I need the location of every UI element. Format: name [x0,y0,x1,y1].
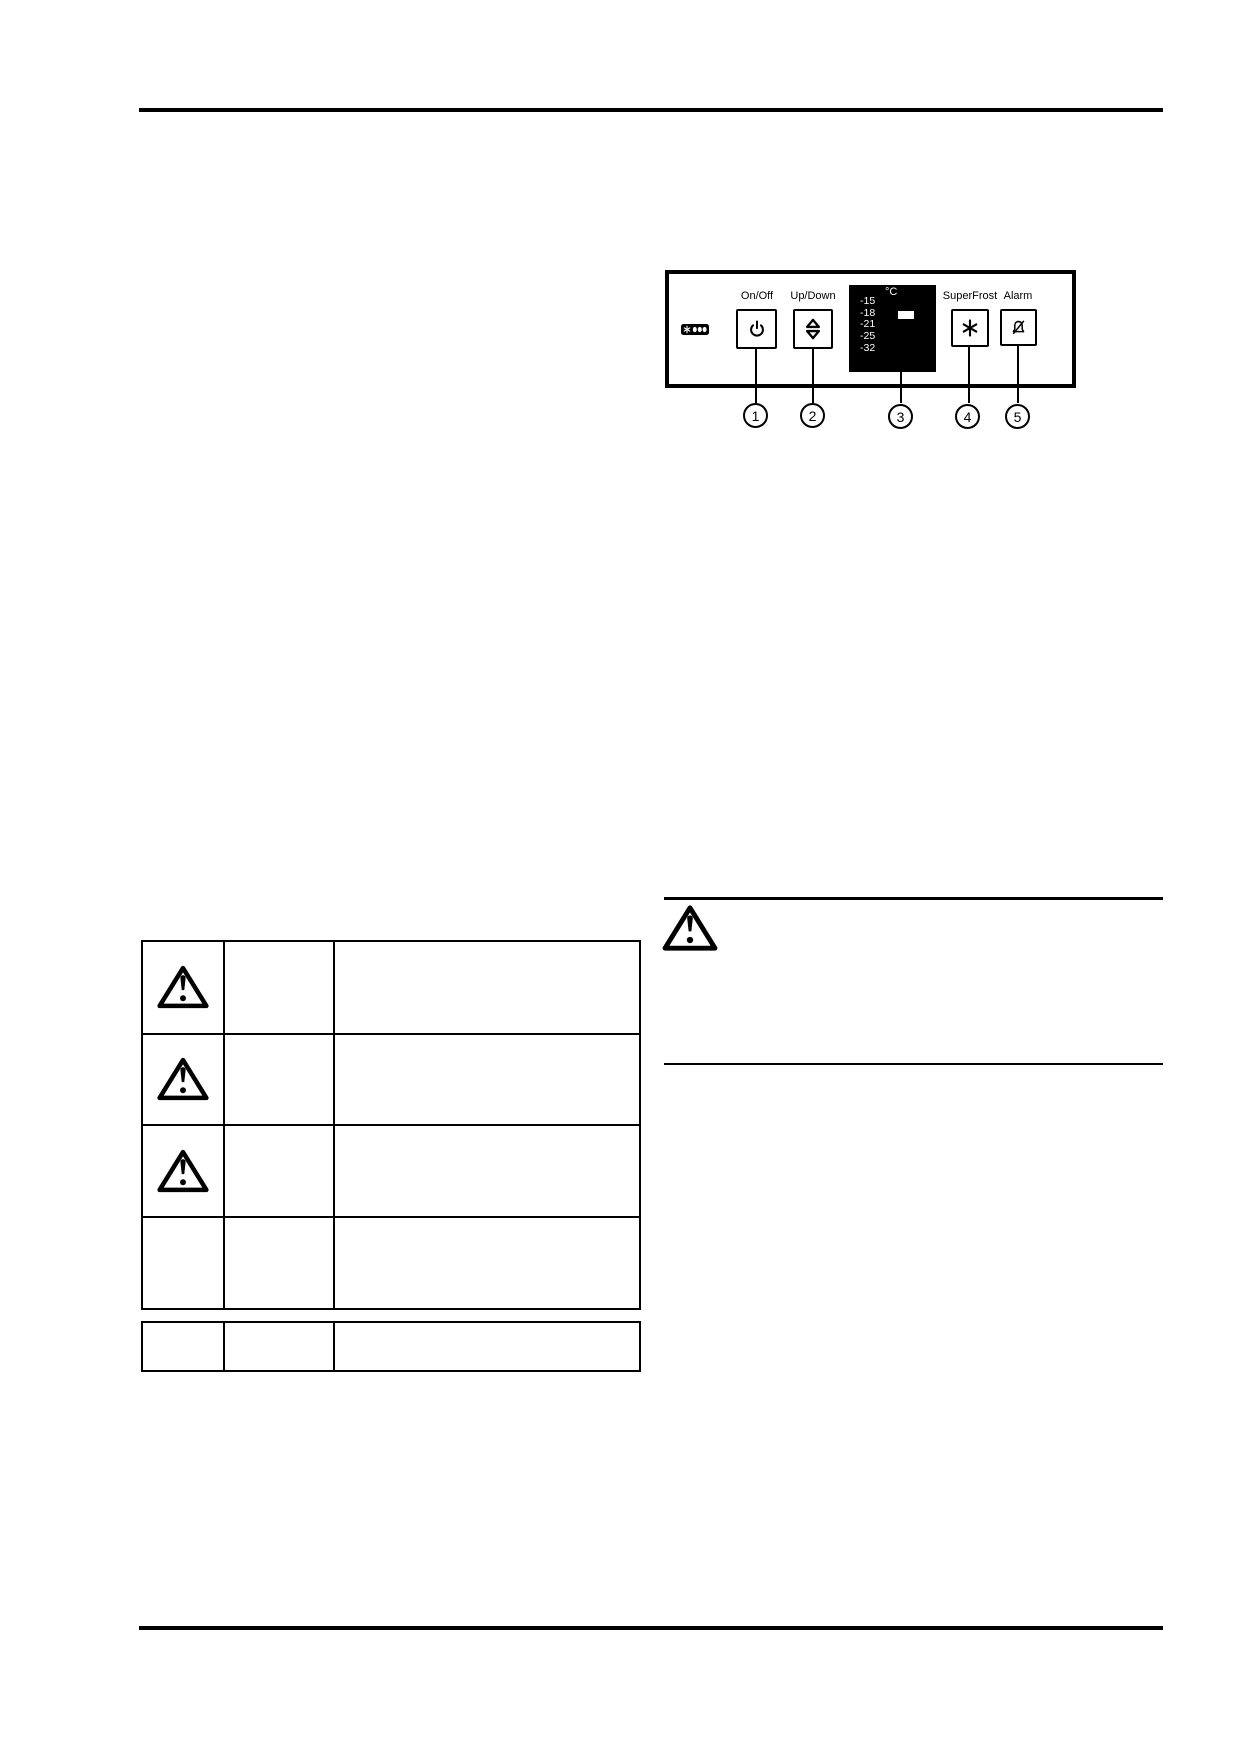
callout-3: 3 [888,404,913,429]
display-unit-label: °C [885,286,898,298]
warning-table-row-divider-2 [143,1124,639,1126]
right-note-bottom-rule [664,1063,1163,1065]
warning-table-row-divider-3 [143,1216,639,1218]
callout-1: 1 [743,403,768,428]
callout-line-5 [1017,344,1019,384]
callout-4-number: 4 [963,408,972,425]
freezer-rating-badge-icon [681,324,709,335]
bottom-rule [139,1626,1163,1630]
display-temp-minus15: -15 [860,295,876,307]
alarm-off-icon [1012,320,1025,335]
callout-3-number: 3 [896,408,905,425]
display-temp-minus21: -21 [860,318,876,330]
warning-triangle-icon [662,905,718,951]
callout-stub-3 [900,388,902,403]
selected-temp-indicator [898,311,914,319]
callout-4: 4 [955,404,980,429]
callout-5-number: 5 [1013,408,1022,425]
note-table-column-divider-1 [223,1323,225,1370]
callout-stub-1 [755,388,757,403]
callout-5: 5 [1005,404,1030,429]
on-off-button [736,309,777,349]
display-temp-minus32: -32 [860,342,876,354]
on-off-label: On/Off [740,290,774,302]
callout-stub-4 [968,388,970,403]
warning-triangle-icon [157,1057,209,1101]
temperature-display [849,285,936,372]
note-table-column-divider-2 [333,1323,335,1370]
right-note-top-rule [664,897,1163,900]
power-icon [749,320,764,337]
superfrost-label: SuperFrost [942,290,998,302]
alarm-label: Alarm [1003,290,1033,302]
callout-line-2 [812,347,814,384]
callout-line-1 [755,347,757,384]
warning-table-row-divider-1 [143,1033,639,1035]
up-down-label: Up/Down [790,290,836,302]
callout-2-number: 2 [808,407,817,424]
up-down-arrows-icon [806,318,820,340]
warning-triangle-icon [157,1149,209,1193]
warning-triangle-icon [157,965,209,1009]
alarm-button [1000,309,1037,346]
callout-stub-2 [812,388,814,403]
warning-table [141,940,641,1310]
note-table [141,1321,641,1372]
up-down-button [793,309,833,349]
top-rule [139,108,1163,112]
callout-line-3 [900,372,902,384]
callout-stub-5 [1017,388,1019,403]
callout-1-number: 1 [751,407,760,424]
superfrost-button [951,309,989,347]
callout-2: 2 [800,403,825,428]
snowflake-icon [962,319,978,337]
callout-line-4 [968,345,970,384]
display-temp-minus25: -25 [860,330,876,342]
display-temp-minus18: -18 [860,307,876,319]
